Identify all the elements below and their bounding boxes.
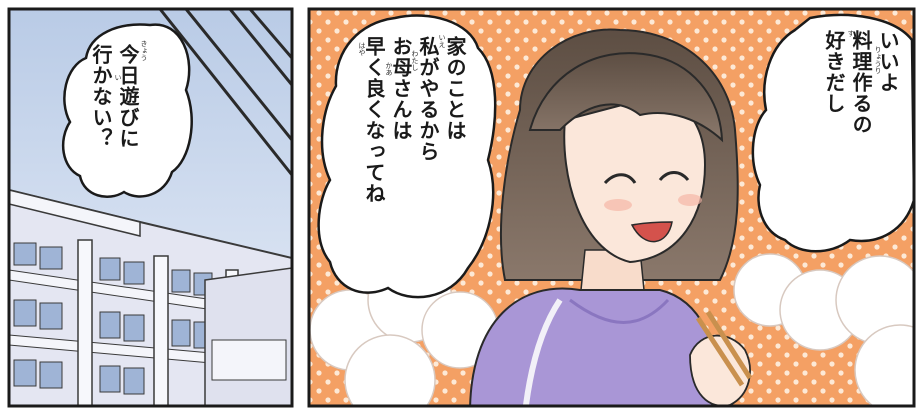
right-panel-border xyxy=(307,7,916,408)
mouth xyxy=(630,221,673,243)
bubble-middle-line-4: 早く良くなってね xyxy=(362,36,386,204)
speech-bubble-left xyxy=(62,23,193,198)
bubble-middle-line-2: 私がやるから xyxy=(416,36,440,162)
school-building xyxy=(9,188,292,406)
bubble-left-text: 今日遊びに 行かない？ xyxy=(87,44,141,149)
bubble-middle-text: 家のことは 私がやるから お母さんは 早く良くなってね xyxy=(360,36,468,204)
furigana-i: い xyxy=(114,74,122,81)
hoodie xyxy=(469,287,721,406)
eye-left xyxy=(603,173,637,185)
bubble-right-line-1: いいよ xyxy=(876,30,900,93)
left-panel-border xyxy=(7,7,294,408)
furigana-su: す xyxy=(847,30,855,37)
bubble-right-line-3: 好きだし xyxy=(822,30,846,114)
bubble-right-text: いいよ 料理作るの 好きだし xyxy=(820,30,901,135)
steam-clouds xyxy=(309,253,914,406)
furigana-watashi: わたし xyxy=(411,50,419,71)
bubble-left-line-1: 今日遊びに xyxy=(116,44,140,149)
furigana-ryouri: りょうり xyxy=(874,46,882,74)
furigana-ie: いえ xyxy=(438,34,446,48)
furigana-kaa: かあ xyxy=(385,62,393,76)
bubble-middle-line-3: お母さんは xyxy=(389,36,413,141)
bubble-middle-line-1: 家のことは xyxy=(443,36,467,141)
eye-right xyxy=(658,171,690,182)
furigana-kyou: きょう xyxy=(140,40,148,61)
chopsticks xyxy=(695,316,745,387)
face xyxy=(563,93,707,264)
character-girl xyxy=(469,28,753,406)
furigana-haya: はや xyxy=(358,42,366,56)
window-frame xyxy=(158,9,292,176)
bubble-left-line-2: 行かない？ xyxy=(89,44,113,149)
speech-bubble-middle xyxy=(317,14,497,299)
speech-bubble-right xyxy=(751,13,914,253)
bubble-right-line-2: 料理作るの xyxy=(849,30,873,135)
left-panel xyxy=(9,9,292,406)
right-panel xyxy=(309,9,914,406)
